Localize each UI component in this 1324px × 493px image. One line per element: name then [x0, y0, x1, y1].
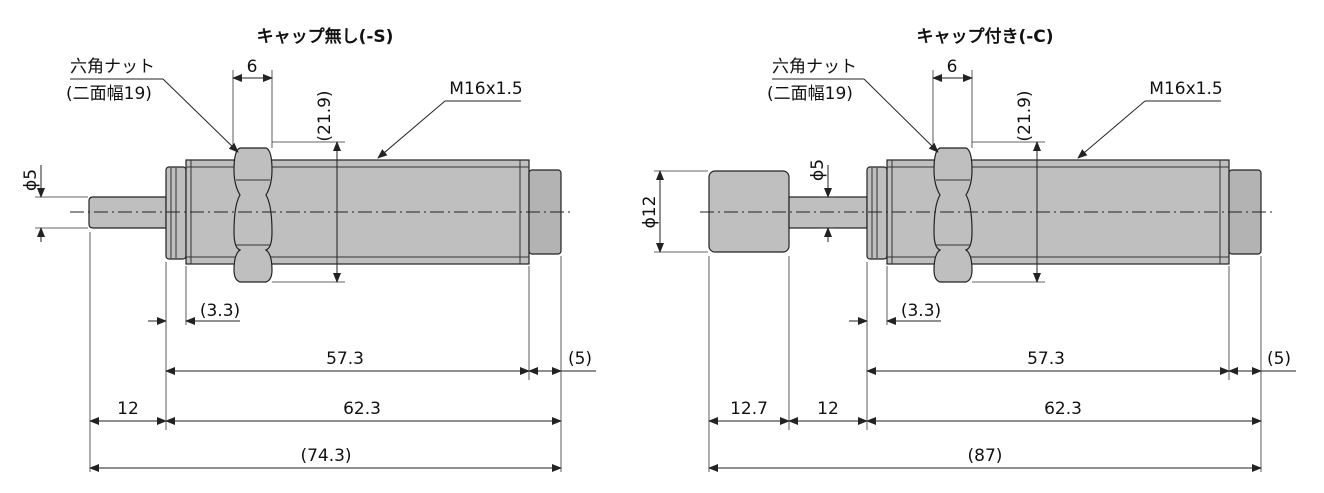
dim-total-body: 62.3 [343, 399, 381, 419]
dim-body-length: 57.3 [326, 349, 364, 369]
nut-label-2: (二面幅19) [767, 84, 853, 104]
dim-overall: (74.3) [300, 446, 351, 466]
nut-label-2: (二面幅19) [66, 84, 152, 104]
title-without-cap: キャップ無し(-S) [257, 26, 394, 47]
dim-gap: (3.3) [901, 301, 941, 321]
view-without-cap: キャップ無し(-S) ϕ5 六角ナット (二面幅19) [21, 26, 596, 472]
dim-cap-diameter: ϕ12 [640, 196, 660, 229]
nut-label-1: 六角ナット [70, 57, 155, 77]
thread-label: M16x1.5 [1149, 79, 1222, 99]
thread-label: M16x1.5 [449, 79, 522, 99]
dim-nut-width: 6 [947, 57, 958, 77]
nut-label-1: 六角ナット [772, 57, 857, 77]
dim-rod-length: 12 [117, 399, 139, 419]
hex-nut [233, 147, 273, 283]
dim-end-length: (5) [1267, 349, 1291, 369]
dim-body-length: 57.3 [1027, 349, 1065, 369]
dim-rod-diameter: ϕ5 [21, 169, 41, 191]
view-with-cap: キャップ付き(-C) ϕ12 ϕ5 六角ナット [640, 26, 1296, 472]
dim-nut-width: 6 [247, 57, 258, 77]
dim-total-body: 62.3 [1044, 399, 1082, 419]
dim-nut-height: (21.9) [315, 90, 335, 141]
dim-rod-diameter: ϕ5 [808, 159, 828, 181]
dim-nut-height: (21.9) [1015, 90, 1035, 141]
dim-cap-length: 12.7 [730, 399, 768, 419]
dim-end-length: (5) [568, 349, 592, 369]
title-with-cap: キャップ付き(-C) [916, 26, 1053, 47]
hex-nut [933, 147, 973, 283]
dim-gap: (3.3) [200, 301, 240, 321]
dim-overall: (87) [968, 446, 1003, 466]
dim-rod-length: 12 [817, 399, 839, 419]
